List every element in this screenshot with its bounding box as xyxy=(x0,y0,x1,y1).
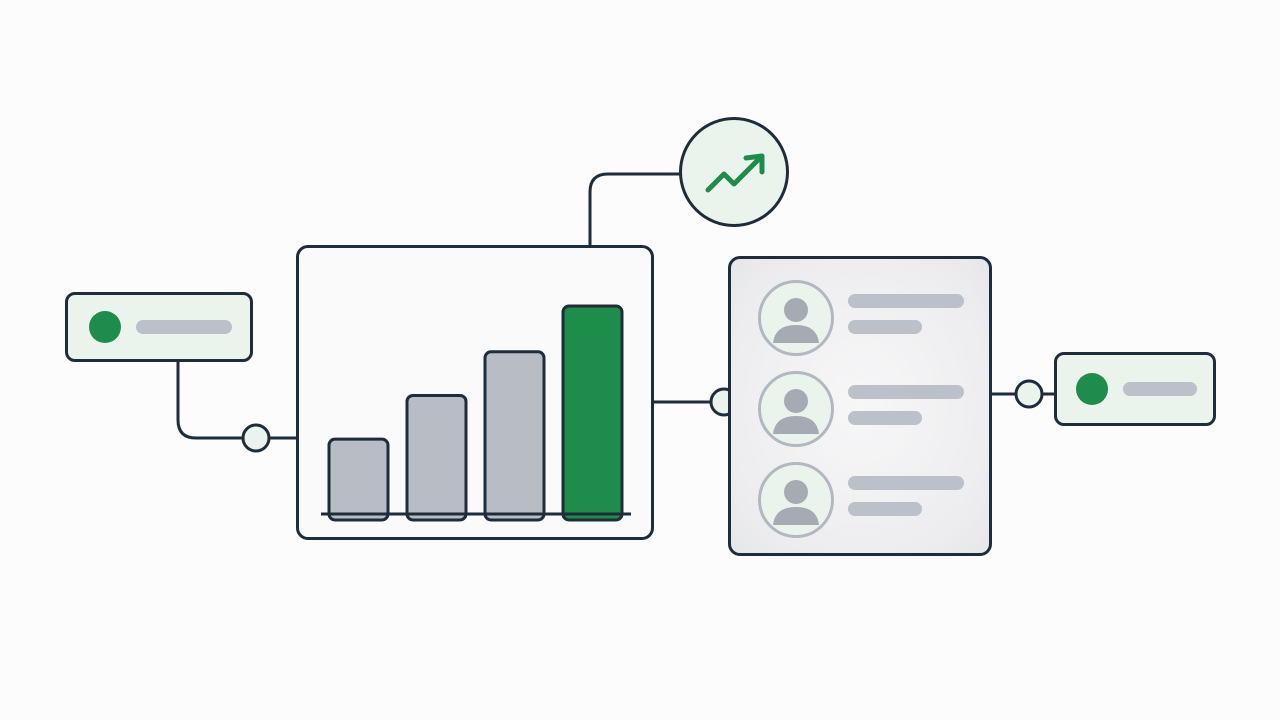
bar xyxy=(483,350,546,522)
list-item[interactable] xyxy=(758,371,968,449)
list-item[interactable] xyxy=(758,462,968,540)
status-pill-left[interactable] xyxy=(65,292,253,362)
user-avatar-icon xyxy=(758,462,834,538)
text-placeholder-bar xyxy=(848,502,922,516)
user-avatar-icon xyxy=(758,371,834,447)
text-placeholder-bar xyxy=(136,320,232,334)
trend-badge[interactable] xyxy=(679,117,789,227)
bar-highlight xyxy=(561,304,624,522)
status-dot-icon xyxy=(1076,373,1108,405)
bar xyxy=(405,393,468,522)
bar xyxy=(327,437,390,522)
user-avatar-icon xyxy=(758,280,834,356)
connector-node-right[interactable] xyxy=(1014,379,1044,409)
text-placeholder-bar xyxy=(848,320,922,334)
text-placeholder-bar xyxy=(848,294,964,308)
text-placeholder-bar xyxy=(848,411,922,425)
connector-chart-to-badge xyxy=(588,172,680,246)
connector-left xyxy=(176,362,242,440)
trending-up-arrow-icon xyxy=(705,153,765,193)
list-item[interactable] xyxy=(758,280,968,358)
connector-node-left[interactable] xyxy=(241,423,271,453)
status-dot-icon xyxy=(89,311,121,343)
text-placeholder-bar xyxy=(1123,382,1197,396)
status-pill-right[interactable] xyxy=(1054,352,1216,426)
bar-chart xyxy=(321,304,631,522)
user-list-card[interactable] xyxy=(728,256,992,556)
text-placeholder-bar xyxy=(848,385,964,399)
bar-chart-card[interactable] xyxy=(296,245,654,540)
text-placeholder-bar xyxy=(848,476,964,490)
